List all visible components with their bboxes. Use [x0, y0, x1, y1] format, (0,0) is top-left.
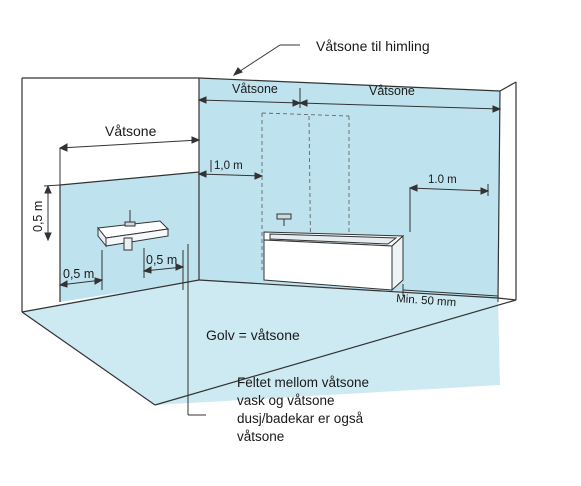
shower-width-label: 1,0 m: [214, 160, 243, 172]
note-line: vask og våtsone: [237, 393, 335, 408]
sink-right-clearance-label: 0,5 m: [146, 253, 177, 267]
ceiling-wet-zone-label: Våtsone til himling: [316, 38, 430, 54]
bathtub: [263, 213, 405, 292]
sink: [97, 210, 170, 251]
sink-left-clearance-label: 0,5 m: [63, 267, 94, 281]
back-left-wet-zone-label: Våtsone: [232, 82, 278, 96]
left-wall-wet-zone-label: Våtsone: [105, 123, 157, 139]
note-line: dusj/badekar er også: [237, 411, 364, 426]
note-line: våtsone: [237, 429, 284, 444]
room-outline: [21, 77, 517, 406]
min-gap-label: Min. 50 mm: [396, 293, 457, 309]
floor-wet-zone-label: Golv = våtsone: [206, 327, 300, 343]
dimension-lines: [43, 44, 502, 416]
note-line: Feltet mellom våtsone: [237, 375, 369, 390]
sink-height-label: 0,5 m: [31, 201, 45, 232]
floor-surface: [22, 276, 500, 405]
bath-width-label: 1.0 m: [428, 174, 457, 186]
note-block: Feltet mellom våtsone vask og våtsone du…: [237, 375, 369, 444]
back-right-wet-zone-label: Våtsone: [369, 84, 415, 98]
